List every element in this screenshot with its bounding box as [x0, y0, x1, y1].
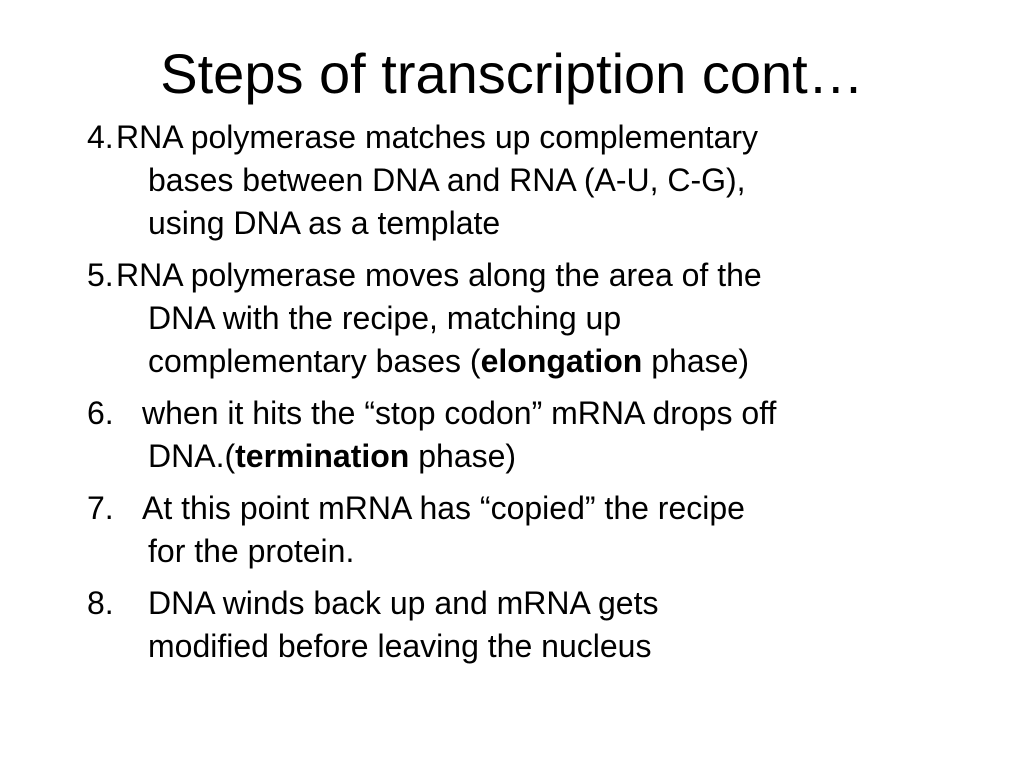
termination-term: termination	[235, 438, 410, 474]
steps-list: 4. RNA polymerase matches up complementa…	[87, 116, 957, 677]
step-number: 4.	[87, 119, 114, 155]
step-line: RNA polymerase matches up complementary	[116, 119, 759, 155]
step-line: DNA with the recipe, matching up	[148, 300, 622, 336]
step-4: 4. RNA polymerase matches up complementa…	[87, 116, 957, 245]
slide-title: Steps of transcription cont…	[160, 42, 864, 105]
step-number: 8.	[87, 585, 114, 621]
step-line: when it hits the “stop codon” mRNA drops…	[142, 395, 777, 431]
step-number: 5.	[87, 257, 114, 293]
step-7: 7. At this point mRNA has “copied” the r…	[87, 487, 957, 573]
step-line: RNA polymerase moves along the area of t…	[116, 257, 762, 293]
step-line: using DNA as a template	[148, 205, 501, 241]
step-line: bases between DNA and RNA (A-U, C-G),	[148, 162, 746, 198]
step-line: complementary bases (elongation phase)	[148, 343, 750, 379]
step-8: 8. DNA winds back up and mRNA gets modif…	[87, 582, 957, 668]
elongation-term: elongation	[480, 343, 643, 379]
step-line: for the protein.	[148, 533, 355, 569]
step-5: 5. RNA polymerase moves along the area o…	[87, 254, 957, 383]
step-line: modified before leaving the nucleus	[148, 628, 652, 664]
step-6: 6. when it hits the “stop codon” mRNA dr…	[87, 392, 957, 478]
step-line: At this point mRNA has “copied” the reci…	[142, 490, 745, 526]
step-number: 6.	[87, 395, 114, 431]
step-line: DNA winds back up and mRNA gets	[148, 585, 659, 621]
step-number: 7.	[87, 490, 114, 526]
step-line: DNA.(termination phase)	[148, 438, 517, 474]
